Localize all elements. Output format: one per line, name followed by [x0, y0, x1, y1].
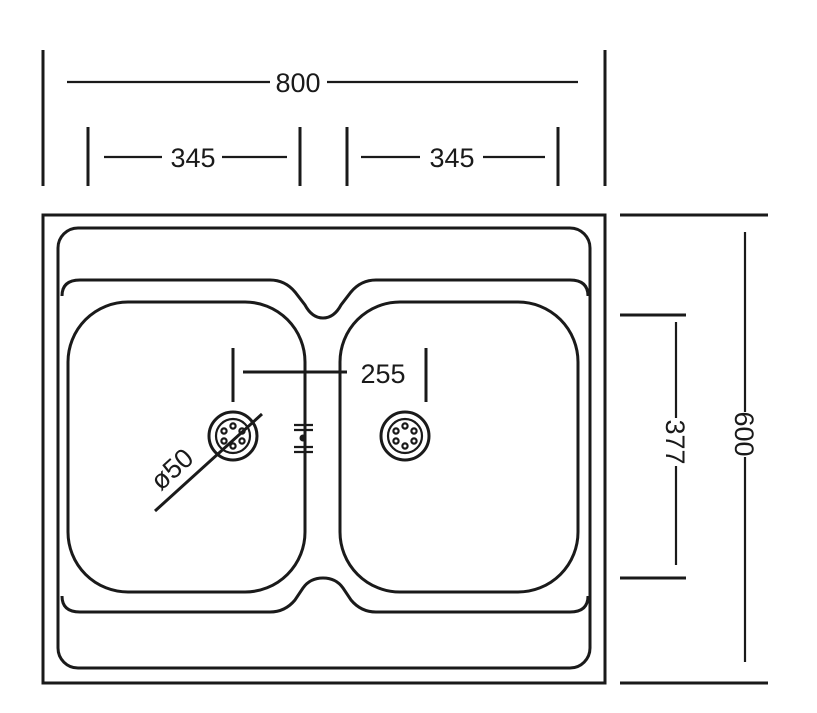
dimension-drain-spacing: 255: [231, 348, 428, 402]
outer-frame: [41, 213, 607, 685]
label-345-right: 345: [429, 143, 474, 173]
dimension-bowl-depth: 377: [620, 313, 690, 580]
dimension-drain-diameter: ø50: [145, 412, 264, 513]
label-377: 377: [660, 419, 690, 464]
right-drain-icon: [379, 410, 431, 462]
dimension-overall-depth: 600: [620, 213, 768, 685]
right-bowl: [338, 300, 580, 594]
label-diameter-50: ø50: [145, 443, 200, 496]
dimension-bowl-width-left: 345: [86, 127, 302, 186]
bottom-ledge: [60, 576, 590, 614]
label-600: 600: [729, 411, 759, 456]
overflow-icon: [294, 423, 313, 454]
label-800: 800: [275, 68, 320, 98]
label-255: 255: [360, 359, 405, 389]
label-345-left: 345: [170, 143, 215, 173]
dimension-overall-width: 800: [41, 50, 607, 186]
dimension-bowl-width-right: 345: [345, 127, 560, 186]
inner-rim: [56, 226, 592, 670]
top-ledge: [60, 278, 590, 320]
left-drain-icon: [207, 410, 259, 462]
sink-body: [41, 213, 607, 685]
left-bowl: [66, 300, 307, 594]
